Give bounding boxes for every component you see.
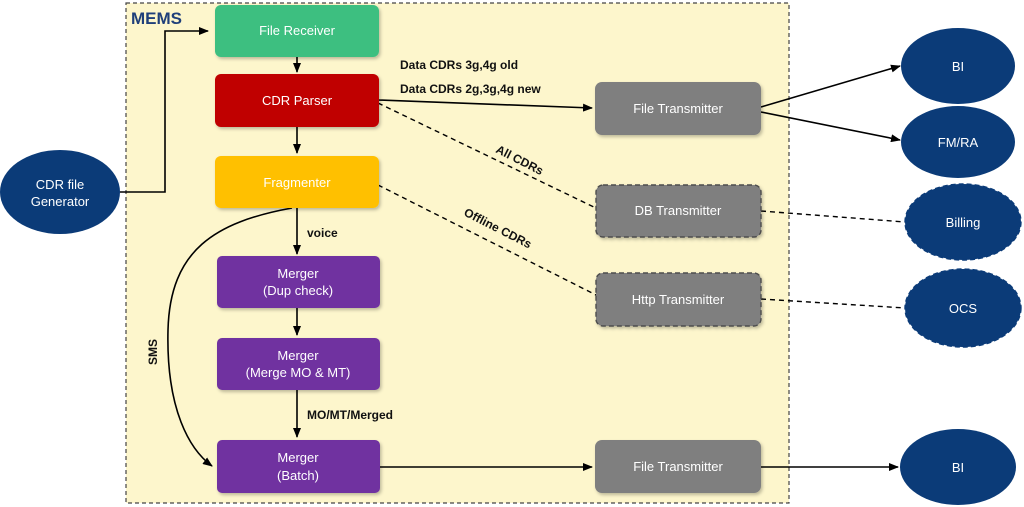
cdr-parser-box [215, 74, 379, 127]
edge-http-transmitter-to-ocs [760, 298, 906, 309]
edge-parser-to-file-transmitter [377, 99, 593, 112]
ocs-label: OCS [949, 301, 978, 316]
cdr-file-generator-line1: CDR file [36, 177, 84, 192]
node-cdr-file-generator: CDR file Generator [0, 150, 120, 234]
node-file-transmitter-bottom: File Transmitter [595, 440, 761, 493]
cdr-parser-label: CDR Parser [262, 93, 333, 108]
bi-bottom-label: BI [952, 460, 964, 475]
fragmenter-box [215, 156, 379, 208]
node-db-transmitter: DB Transmitter [595, 184, 762, 238]
node-merger-dup-check: Merger (Dup check) [217, 256, 380, 308]
edge-labels: Data CDRs 3g,4g old Data CDRs 2g,3g,4g n… [146, 58, 546, 422]
cdr-file-generator-ellipse [0, 150, 120, 234]
merger-mo-mt-line2: (Merge MO & MT) [246, 365, 351, 380]
edge-label-sms: SMS [146, 339, 160, 365]
merger-mo-mt-line1: Merger [277, 348, 319, 363]
file-transmitter-bottom-box [595, 440, 761, 493]
edge-file-transmitter-to-fm-ra [760, 111, 901, 143]
edges [120, 27, 906, 471]
node-bi-bottom: BI [900, 429, 1016, 505]
node-merger-batch: Merger (Batch) [217, 440, 380, 493]
mems-title: MEMS [131, 9, 182, 28]
process-nodes: File Receiver CDR Parser Fragmenter Merg… [215, 5, 380, 493]
billing-ellipse [904, 183, 1022, 261]
node-ocs: OCS [904, 268, 1022, 348]
merger-batch-line1: Merger [277, 450, 319, 465]
edge-file-transmitter-to-bi [760, 64, 901, 108]
bi-top-ellipse [901, 28, 1015, 104]
edge-label-data-cdrs-old: Data CDRs 3g,4g old [400, 58, 518, 72]
http-transmitter-label: Http Transmitter [632, 292, 725, 307]
cdr-file-generator-line2: Generator [31, 194, 90, 209]
merger-dup-check-box [217, 256, 380, 308]
node-billing: Billing [904, 183, 1022, 261]
node-cdr-parser: CDR Parser [215, 74, 379, 127]
fragmenter-label: Fragmenter [263, 175, 331, 190]
node-fm-ra: FM/RA [901, 106, 1015, 178]
edge-label-data-cdrs-new: Data CDRs 2g,3g,4g new [400, 82, 541, 96]
merger-dup-check-line1: Merger [277, 266, 319, 281]
merger-mo-mt-box [217, 338, 380, 390]
billing-label: Billing [946, 215, 981, 230]
merger-dup-check-line2: (Dup check) [263, 283, 333, 298]
edge-generator-to-receiver [120, 27, 209, 193]
bi-bottom-ellipse [900, 429, 1016, 505]
http-transmitter-box [595, 272, 762, 327]
fm-ra-ellipse [901, 106, 1015, 178]
fm-ra-label: FM/RA [938, 135, 979, 150]
transmitter-nodes: File Transmitter DB Transmitter Http Tra… [595, 82, 762, 493]
node-file-transmitter-top: File Transmitter [595, 82, 761, 135]
ocs-ellipse [904, 268, 1022, 348]
node-merger-mo-mt: Merger (Merge MO & MT) [217, 338, 380, 390]
db-transmitter-box [595, 184, 762, 238]
merger-batch-line2: (Batch) [277, 468, 319, 483]
file-transmitter-top-label: File Transmitter [633, 101, 723, 116]
endpoint-nodes: CDR file Generator BI FM/RA Billing OCS … [0, 28, 1022, 505]
node-bi-top: BI [901, 28, 1015, 104]
edge-label-mo-mt-merged: MO/MT/Merged [307, 408, 393, 422]
node-fragmenter: Fragmenter [215, 156, 379, 208]
bi-top-label: BI [952, 59, 964, 74]
edge-label-voice: voice [307, 226, 338, 240]
db-transmitter-label: DB Transmitter [635, 203, 722, 218]
edge-db-transmitter-to-billing [760, 210, 906, 223]
file-transmitter-top-box [595, 82, 761, 135]
edge-fragmenter-to-batch-sms [167, 207, 293, 467]
node-file-receiver: File Receiver [215, 5, 379, 57]
file-transmitter-bottom-label: File Transmitter [633, 459, 723, 474]
merger-batch-box [217, 440, 380, 493]
file-receiver-label: File Receiver [259, 23, 336, 38]
node-http-transmitter: Http Transmitter [595, 272, 762, 327]
file-receiver-box [215, 5, 379, 57]
edge-fragmenter-to-http-transmitter [377, 184, 601, 298]
